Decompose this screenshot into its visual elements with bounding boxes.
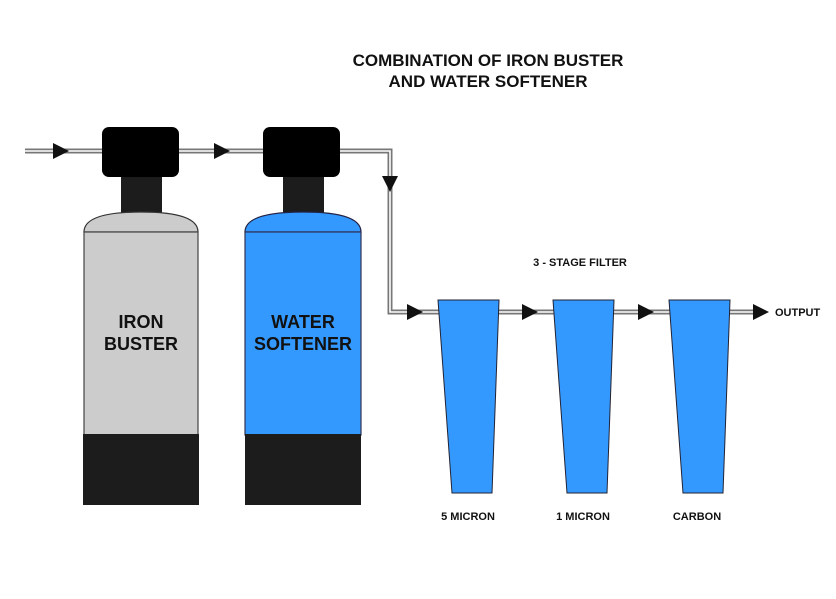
filter-label: CARBON: [673, 511, 721, 523]
title-line-2: AND WATER SOFTENER: [389, 72, 588, 91]
valve-head: [263, 127, 340, 177]
flow-arrow-icon: [407, 304, 423, 320]
tank-label-line-1: IRON: [119, 312, 164, 332]
tank-base: [83, 434, 199, 505]
filter-stage-label: 3 - STAGE FILTER: [533, 257, 627, 269]
flow-arrow-icon: [382, 176, 398, 192]
tank-dome: [244, 211, 362, 233]
valve-neck: [121, 174, 162, 214]
tank-body: [83, 231, 199, 436]
output-label: OUTPUT: [775, 307, 821, 319]
flow-arrow-icon: [638, 304, 654, 320]
tank-body: [244, 231, 362, 436]
valve-neck: [283, 174, 324, 214]
tank-label-line-2: SOFTENER: [254, 334, 352, 354]
valve-head: [102, 127, 179, 177]
water-softener-tank: WATER SOFTENER: [244, 127, 362, 505]
iron-buster-tank: IRON BUSTER: [83, 127, 199, 505]
flow-arrow-icon: [522, 304, 538, 320]
filter-label: 1 MICRON: [556, 511, 610, 523]
filter-cartridge: [437, 299, 500, 494]
tank-base: [245, 434, 361, 505]
filter-2: 1 MICRON: [552, 299, 615, 523]
tank-dome: [83, 211, 199, 233]
flow-arrow-icon: [753, 304, 769, 320]
title-line-1: COMBINATION OF IRON BUSTER: [353, 51, 624, 70]
filter-cartridge: [668, 299, 731, 494]
filter-1: 5 MICRON: [437, 299, 500, 523]
tank-label-line-1: WATER: [271, 312, 335, 332]
filter-label: 5 MICRON: [441, 511, 495, 523]
flow-arrow-icon: [53, 143, 69, 159]
filter-cartridge: [552, 299, 615, 494]
flow-arrow-icon: [214, 143, 230, 159]
tank-label-line-2: BUSTER: [104, 334, 178, 354]
filter-3: CARBON: [668, 299, 731, 523]
